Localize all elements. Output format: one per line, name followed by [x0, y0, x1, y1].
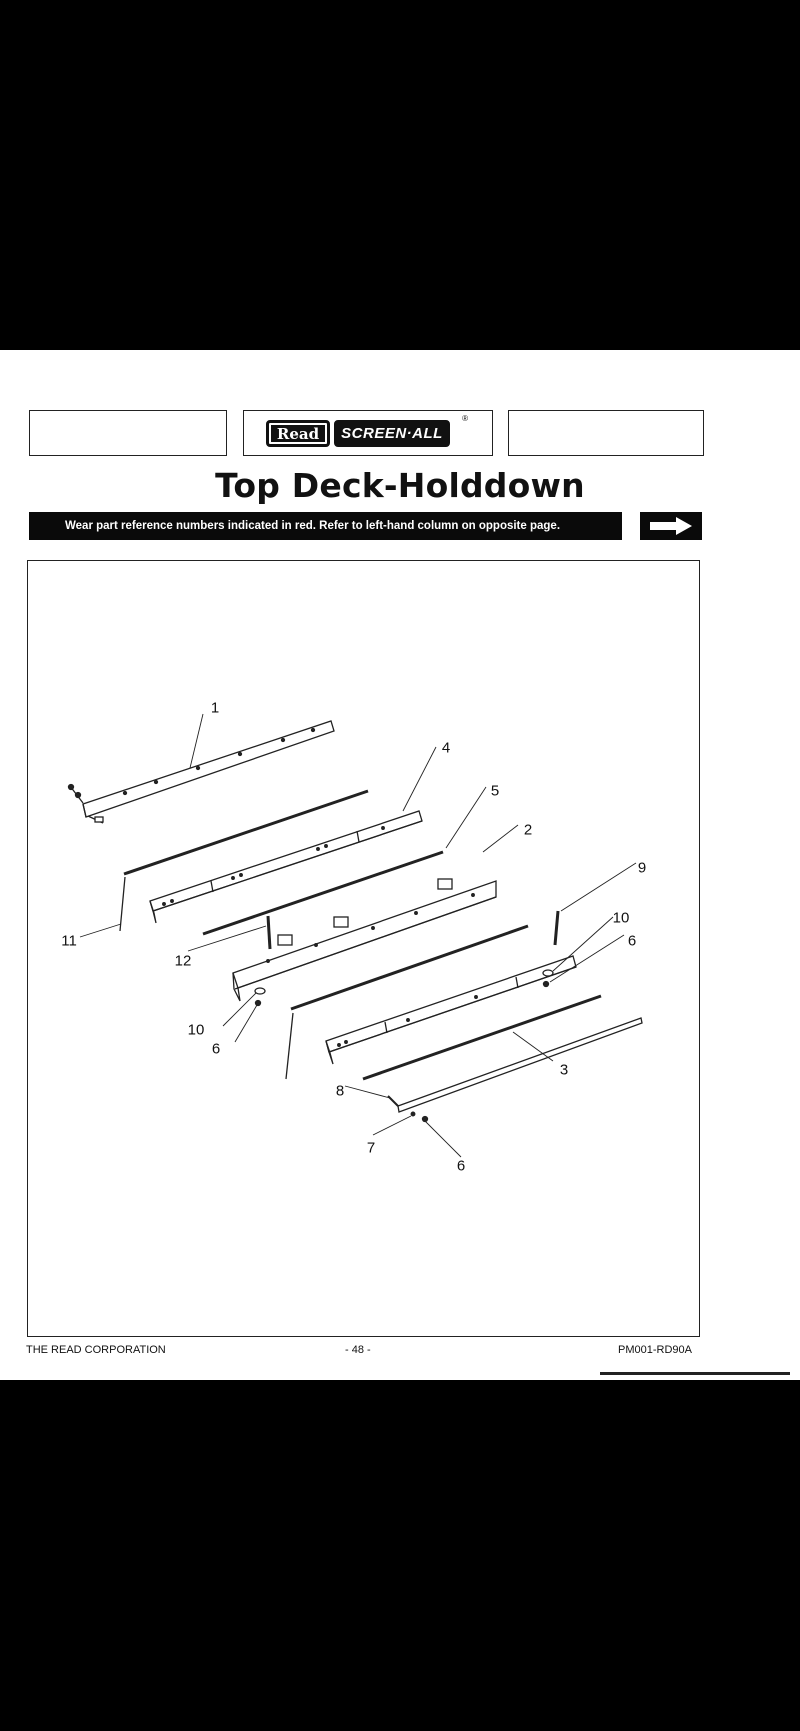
callout-12: 12	[174, 952, 192, 970]
logo-screen-all: SCREEN·ALL	[334, 420, 450, 447]
callout-3: 3	[559, 1061, 569, 1079]
parts-drawing	[67, 713, 643, 1158]
part-1-holddown-bar	[67, 720, 335, 824]
callout-7: 7	[366, 1139, 376, 1157]
part-4-angle	[149, 810, 423, 924]
callout-1: 1	[210, 699, 220, 717]
header-box-logo: Read SCREEN·ALL ®	[243, 410, 493, 456]
callout-8: 8	[335, 1082, 345, 1100]
header-box-right	[508, 410, 704, 456]
footer-page-number: - 48 -	[345, 1344, 371, 1356]
part-angle-right	[325, 910, 577, 1065]
footer-company: THE READ CORPORATION	[26, 1344, 166, 1356]
callout-6-left: 6	[211, 1040, 221, 1058]
part-3-strip	[387, 1017, 643, 1123]
part-5-rod	[202, 850, 444, 936]
callout-6-bottom: 6	[456, 1157, 466, 1175]
footer-rule	[600, 1372, 790, 1375]
header-box-left	[29, 410, 227, 456]
rod-lower	[285, 924, 529, 1080]
logo-read: Read	[266, 420, 330, 447]
registered-mark: ®	[462, 414, 468, 423]
callout-6-right: 6	[627, 932, 637, 950]
part-11-rod	[119, 789, 369, 932]
callout-2: 2	[523, 821, 533, 839]
callout-9: 9	[637, 859, 647, 877]
callout-4: 4	[441, 739, 451, 757]
footer-doc-code: PM001-RD90A	[618, 1344, 692, 1356]
page-title: Top Deck-Holddown	[215, 466, 585, 505]
callout-11: 11	[61, 932, 77, 950]
right-arrow-icon	[650, 517, 692, 535]
next-page-arrow	[640, 512, 702, 540]
part-rod-bottom	[362, 994, 602, 1081]
manual-page: Read SCREEN·ALL ® Top Deck-Holddown Wear…	[0, 350, 800, 1380]
leader-lines	[79, 713, 637, 1158]
part-2-channel	[232, 878, 497, 1002]
wear-part-notice: Wear part reference numbers indicated in…	[29, 512, 622, 540]
callout-10-right: 10	[612, 909, 630, 927]
washer-and-nut-left	[254, 987, 266, 1007]
callout-5: 5	[490, 782, 500, 800]
callout-10-left: 10	[187, 1021, 205, 1039]
exploded-parts-diagram: 1 4 5 2 9 10 6 11 12 10 6 3 8 7 6	[27, 560, 700, 1337]
read-screen-all-logo: Read SCREEN·ALL ®	[266, 414, 468, 447]
